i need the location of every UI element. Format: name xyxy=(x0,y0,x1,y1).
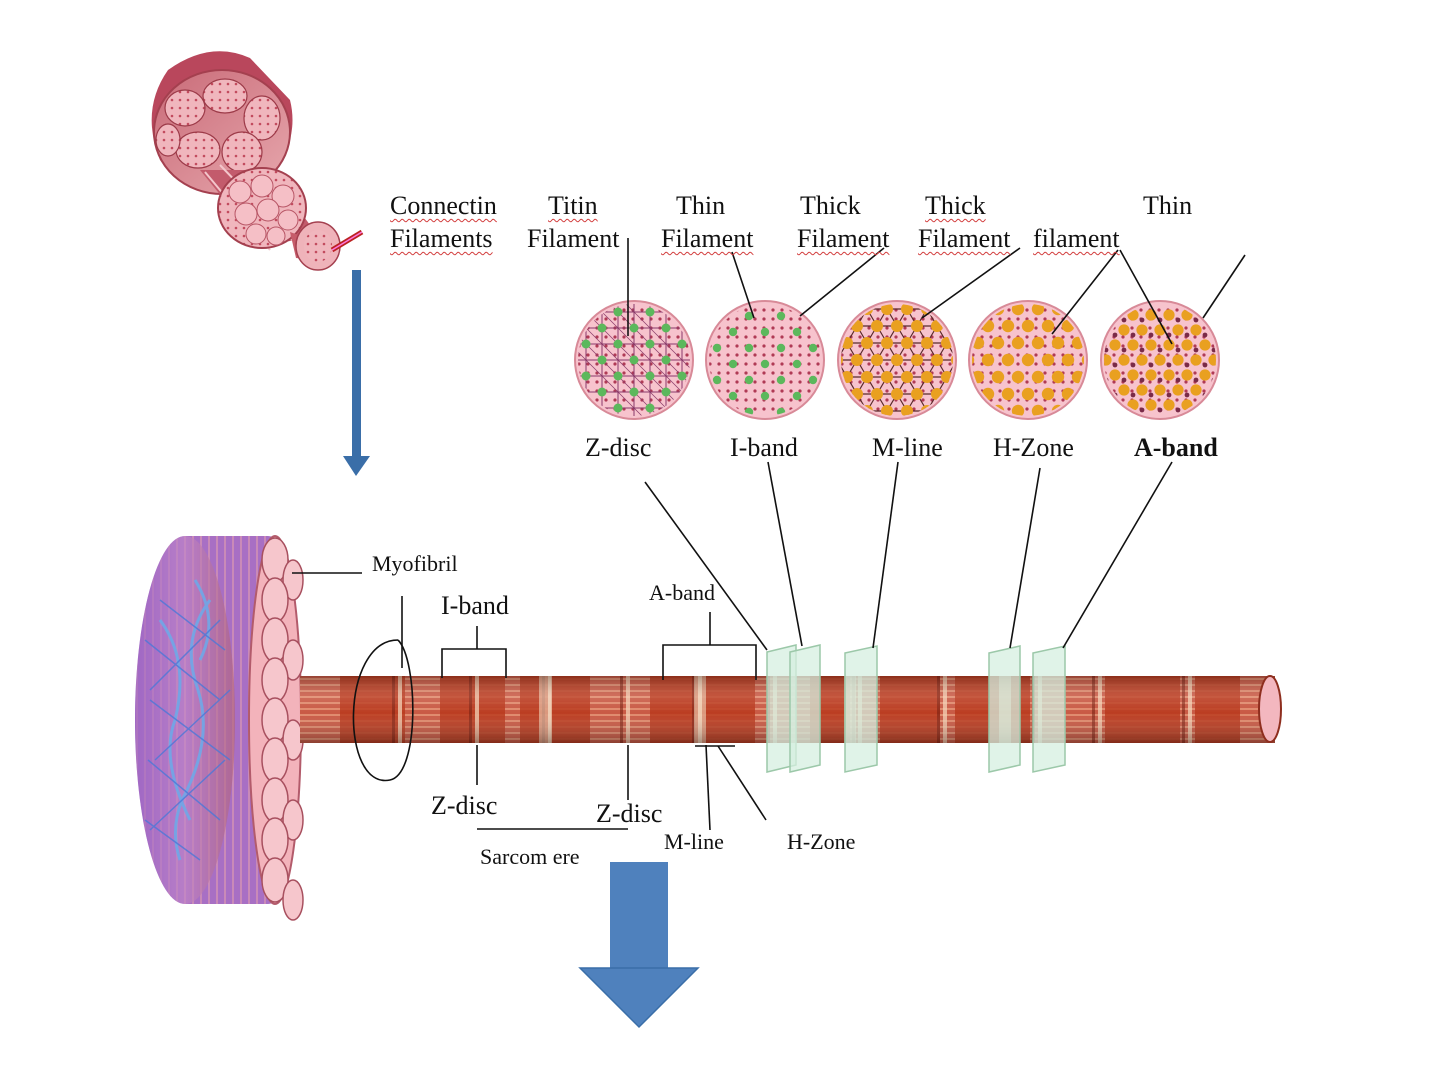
label-z-disc-left: Z-disc xyxy=(431,791,498,820)
cross-section-a-band xyxy=(1100,300,1220,420)
drum-tube-end xyxy=(261,657,289,703)
label-i-band: I-band xyxy=(441,591,509,620)
cutting-planes xyxy=(766,644,1066,773)
drum-tube-end xyxy=(282,879,304,921)
leader-lines xyxy=(292,238,1246,831)
cross-section-h-zone xyxy=(968,300,1088,420)
drum-tube-end xyxy=(282,799,304,841)
down-arrow-large xyxy=(578,862,700,1029)
label-a-band: A-band xyxy=(649,580,715,605)
label-thick-1: Thick xyxy=(800,191,861,220)
cross-section-i-band xyxy=(705,300,825,420)
label-thick-2: Thick xyxy=(925,191,986,220)
label-myofibril: Myofibril xyxy=(372,551,458,576)
label-thick-2-filament: Filament xyxy=(918,224,1011,253)
label-m-line: M-line xyxy=(664,829,724,854)
label-cs-i-band: I-band xyxy=(730,433,798,462)
label-z-disc-right: Z-disc xyxy=(596,799,663,828)
drum-tube-end xyxy=(282,639,304,681)
label-filaments: Filaments xyxy=(390,224,493,253)
drum-tube-end xyxy=(282,559,304,601)
cross-section-m-line xyxy=(837,300,957,420)
label-thin-1: Thin xyxy=(676,191,726,220)
label-cs-m-line: M-line xyxy=(872,433,943,462)
muscle-fiber-drum xyxy=(135,535,304,921)
drum-tube-end xyxy=(261,737,289,783)
drum-tube-end xyxy=(261,577,289,623)
label-cs-a-band: A-band xyxy=(1134,433,1218,462)
cross-section-discs xyxy=(574,300,1220,420)
down-arrow-small xyxy=(343,270,370,476)
drum-tube-end xyxy=(261,857,289,903)
label-connectin: Connectin xyxy=(390,191,497,220)
label-titin: Titin xyxy=(548,191,598,220)
label-titin-filament: Filament xyxy=(527,224,620,253)
muscle-bundle-illustration xyxy=(151,51,364,271)
label-sarcomere: Sarcom ere xyxy=(480,844,580,869)
label-thin-2-filament: filament xyxy=(1033,224,1120,253)
label-thin-2: Thin xyxy=(1143,191,1193,220)
label-cs-z-disc: Z-disc xyxy=(585,433,652,462)
label-thick-1-filament: Filament xyxy=(797,224,890,253)
label-h-zone: H-Zone xyxy=(787,829,856,854)
label-cs-h-zone: H-Zone xyxy=(993,433,1074,462)
label-thin-1-filament: Filament xyxy=(661,224,754,253)
drum-tube-end xyxy=(261,817,289,863)
